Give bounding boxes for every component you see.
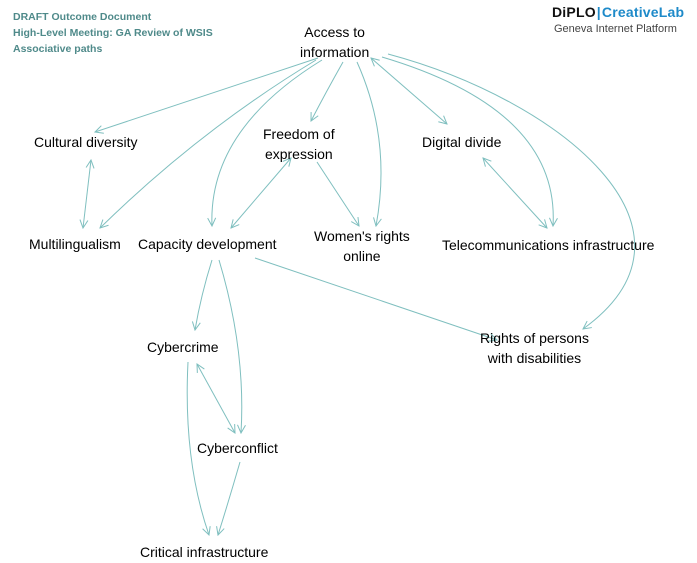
diplo-creativelab-logo: DiPLO|CreativeLab Geneva Internet Platfo… — [552, 4, 687, 44]
node-line: Rights of persons — [480, 330, 589, 346]
edge-access-digital — [371, 58, 447, 124]
node-line: Cybercrime — [147, 339, 219, 355]
node-line: Women's rights — [314, 228, 410, 244]
node-cybercrime[interactable]: Cybercrime — [147, 337, 219, 357]
node-cyberconflict[interactable]: Cyberconflict — [197, 438, 278, 458]
edge-access-capacity — [212, 59, 323, 226]
node-line: Access to — [304, 24, 365, 40]
header-meeting: High-Level Meeting: GA Review of WSIS — [13, 27, 213, 39]
edge-cyberconflict-critical — [218, 461, 241, 535]
logo-subtitle: Geneva Internet Platform — [554, 23, 677, 35]
node-line: Capacity development — [138, 236, 277, 252]
node-cultural-diversity[interactable]: Cultural diversity — [34, 132, 137, 152]
edge-access-cultural — [95, 57, 319, 132]
node-multilingualism[interactable]: Multilingualism — [29, 234, 121, 254]
node-womens-rights-online[interactable]: Women's rights online — [314, 226, 410, 266]
edge-capacity-rights — [254, 257, 497, 340]
node-line: Freedom of — [263, 126, 335, 142]
edge-freedom-women — [316, 161, 359, 226]
node-line: information — [300, 44, 370, 60]
node-digital-divide[interactable]: Digital divide — [422, 132, 501, 152]
edge-access-rights — [387, 53, 636, 329]
edge-capacity-cybercrime — [195, 259, 213, 330]
node-line: Critical infrastructure — [140, 544, 269, 560]
edge-digital-telecom — [483, 158, 547, 228]
logo-creativelab-text: CreativeLab — [601, 4, 685, 20]
node-line: expression — [264, 146, 333, 162]
edge-capacity-cyberconflict — [218, 259, 242, 433]
logo-wordmark: DiPLO|CreativeLab — [552, 4, 684, 20]
node-line: Digital divide — [422, 134, 502, 150]
header-subtitle: Associative paths — [13, 43, 103, 55]
edge-access-freedom — [311, 61, 344, 121]
edge-freedom-capacity — [231, 158, 291, 228]
edge-access-women — [356, 61, 381, 226]
node-line: Cultural diversity — [34, 134, 138, 150]
node-telecommunications-infrastructure[interactable]: Telecommunications infrastructure — [442, 235, 654, 255]
node-access-to-information[interactable]: Access to information — [300, 22, 369, 62]
node-line: online — [343, 248, 381, 264]
node-line: Cyberconflict — [197, 440, 278, 456]
edge-cultural-multilingualism — [83, 160, 91, 228]
edge-access-multilingualism — [100, 59, 317, 228]
edge-access-telecom — [381, 56, 553, 226]
node-freedom-of-expression[interactable]: Freedom of expression — [263, 124, 335, 164]
logo-divider: | — [596, 4, 601, 20]
header-title: DRAFT Outcome Document — [13, 11, 152, 23]
document-header: DRAFT Outcome Document High-Level Meetin… — [13, 9, 213, 57]
node-line: Telecommunications infrastructure — [442, 237, 655, 253]
edge-cybercrime-cyberconflict — [197, 364, 235, 433]
node-line: with disabilities — [487, 350, 582, 366]
edge-cybercrime-critical — [186, 361, 209, 535]
node-critical-infrastructure[interactable]: Critical infrastructure — [140, 542, 268, 562]
node-rights-of-persons-with-disabilities[interactable]: Rights of persons with disabilities — [480, 328, 589, 368]
logo-diplo-text: DiPLO — [552, 4, 596, 20]
node-line: Multilingualism — [29, 236, 121, 252]
node-capacity-development[interactable]: Capacity development — [138, 234, 277, 254]
